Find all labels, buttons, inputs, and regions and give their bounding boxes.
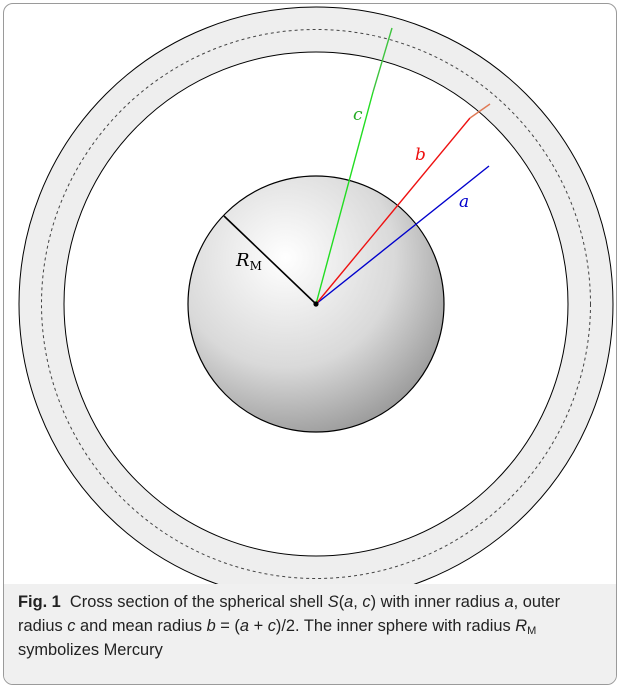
caption-segment: = ( [215, 617, 240, 635]
shell-diagram: c b a RM [18, 6, 614, 584]
caption-segment: a [239, 617, 250, 635]
caption-box [4, 584, 616, 684]
caption-segment: ( [338, 593, 345, 611]
label-b: b [415, 145, 426, 165]
caption-segment: and mean radius [75, 617, 207, 635]
caption-label: Fig. 1 [18, 593, 61, 611]
caption-segment: c [67, 617, 76, 635]
caption-segment: c [267, 617, 276, 635]
caption-segment: )/2. The inner sphere with radius [275, 617, 516, 635]
center-point [313, 301, 319, 307]
label-a: a [459, 192, 469, 212]
caption-text: Cross section of the spherical shell S(a… [18, 593, 560, 659]
caption-segment: , outer radius [18, 593, 561, 635]
caption-segment: b [206, 617, 216, 635]
caption-segment: + [249, 617, 268, 635]
radius-line-c-ext [372, 27, 393, 93]
label-rm-sub: M [250, 259, 262, 273]
caption-segment: M [527, 625, 537, 637]
caption-segment: ) with inner radius [370, 593, 505, 611]
caption-segment: S [327, 593, 339, 611]
label-c: c [353, 105, 363, 125]
caption-segment: a [344, 593, 354, 611]
label-rm: RM [235, 250, 262, 273]
caption-segment: R [515, 617, 528, 635]
radius-line-b [315, 117, 471, 305]
radius-line-b-ext [469, 103, 491, 119]
radius-line-rm [223, 215, 317, 305]
radius-line-c [315, 91, 374, 305]
caption-segment: symbolizes Mercury [18, 641, 163, 659]
figure-caption: Fig. 1 Cross section of the spherical sh… [18, 590, 604, 662]
caption-segment: a [504, 593, 514, 611]
mean-radius-circle [41, 29, 591, 579]
caption-segment: Cross section of the spherical shell [69, 593, 328, 611]
radius-line-a [315, 165, 490, 305]
caption-segment: c [362, 593, 371, 611]
label-rm-main: R [235, 250, 250, 271]
caption-segment: , [353, 593, 363, 611]
